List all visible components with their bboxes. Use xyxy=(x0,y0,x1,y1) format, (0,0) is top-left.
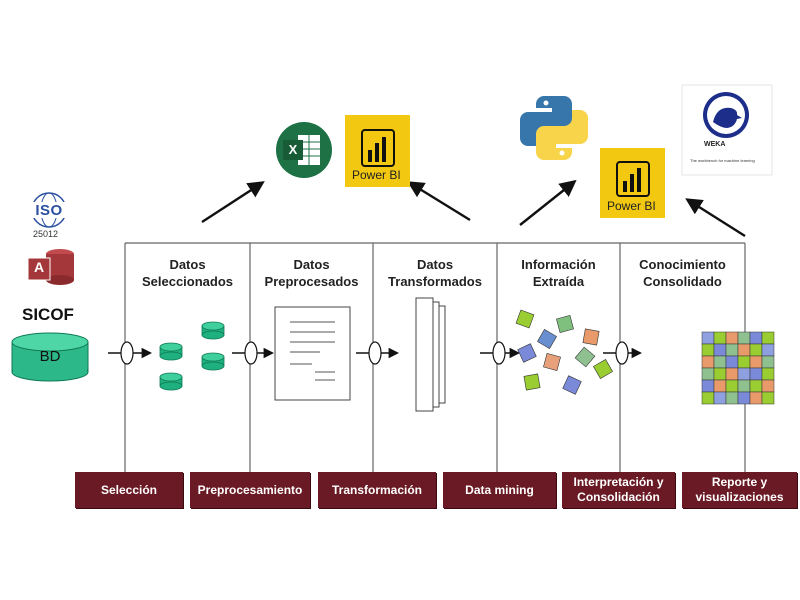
powerbi-icon xyxy=(600,148,665,218)
access-icon xyxy=(27,249,74,285)
step-reporte: Reporte y visualizaciones xyxy=(682,472,797,508)
powerbi-label: Power BI xyxy=(352,168,401,182)
system-name: SICOF xyxy=(22,305,74,324)
step-preprocesamiento: Preprocesamiento xyxy=(190,472,310,508)
stage-datos-preprocesados: Datos Preprocesados xyxy=(264,257,359,289)
tool-arrows xyxy=(201,179,746,238)
stage-informacion-extraida: Información Extraída xyxy=(521,257,596,289)
weka-icon xyxy=(681,84,773,176)
iso-label: ISO xyxy=(35,202,63,219)
database-icon xyxy=(11,332,89,382)
iso-icon xyxy=(29,192,69,228)
step-data-mining: Data mining xyxy=(443,472,556,508)
iso-code: 25012 xyxy=(33,229,59,239)
weka-name: WEKA xyxy=(704,141,726,148)
access-letter: A xyxy=(33,259,45,275)
cylinder-icon xyxy=(159,321,225,391)
puzzle-assembled-icon xyxy=(701,331,775,405)
stage-conocimiento-consolidado: Conocimiento Consolidado xyxy=(639,257,726,289)
step-interpretacion: Interpretación y Consolidación xyxy=(562,472,675,508)
step-transformacion: Transformación xyxy=(318,472,436,508)
python-icon xyxy=(520,96,588,160)
db-label: BD xyxy=(39,348,61,365)
powerbi-label: Power BI xyxy=(607,199,656,213)
document-icon xyxy=(274,306,351,401)
powerbi-icon xyxy=(345,115,410,187)
excel-icon xyxy=(276,122,332,178)
excel-letter: X xyxy=(288,142,298,157)
stage-datos-transformados: Datos Transformados xyxy=(388,257,482,289)
valves xyxy=(120,341,629,365)
puzzle-icon xyxy=(515,309,613,395)
step-seleccion: Selección xyxy=(75,472,183,508)
stacked-sheets-icon xyxy=(415,297,446,412)
weka-tagline: The workbench for machine learning xyxy=(690,158,755,163)
stage-datos-seleccionados: Datos Seleccionados xyxy=(141,257,234,289)
